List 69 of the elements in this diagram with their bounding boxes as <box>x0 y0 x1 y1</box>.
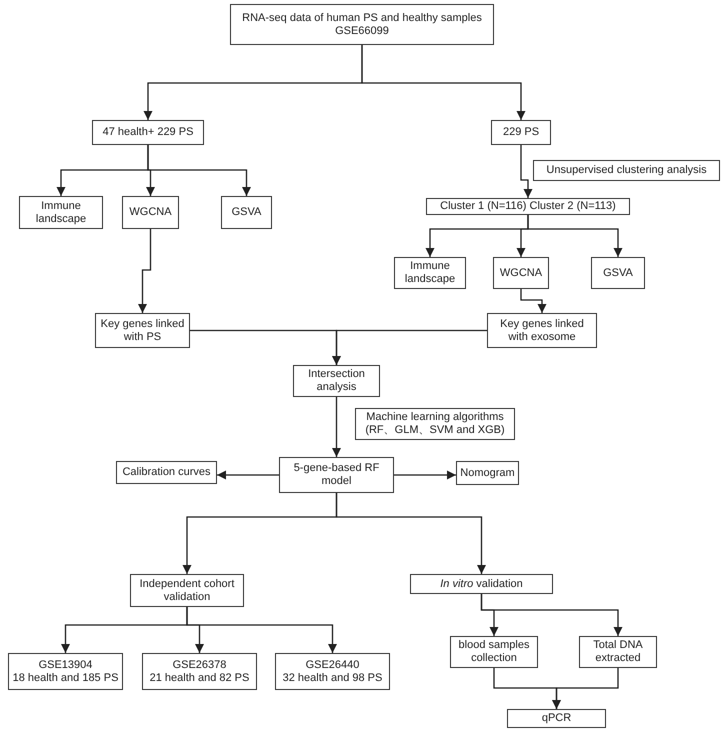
box-label: GSVA <box>602 266 634 280</box>
box-label: GSE66099 <box>334 24 390 38</box>
box-label: Key genes linked with PS <box>100 318 186 344</box>
process-box <box>450 636 538 668</box>
process-box <box>142 653 257 690</box>
arrow <box>361 45 526 120</box>
process-box <box>426 198 630 215</box>
box-label: Intersection analysis <box>307 368 366 394</box>
box-label: WGCNA <box>498 266 544 280</box>
box-label: Immune landscape <box>404 260 456 286</box>
box-label: Key genes linked with exosome <box>499 318 585 344</box>
box-label: WGCNA <box>128 206 173 219</box>
box-label: Unsupervised clustering analysis <box>545 164 708 177</box>
arrow <box>480 594 622 636</box>
box-label: GSE26440 <box>304 658 360 672</box>
box-label: 21 health and 82 PS <box>148 672 250 684</box>
process-box <box>591 257 645 289</box>
process-box <box>394 257 466 289</box>
box-label: 5-gene-based RF model <box>292 462 380 488</box>
process-box <box>487 313 597 348</box>
process-box <box>456 461 519 485</box>
box-label: qPCR <box>540 712 572 725</box>
arrow <box>147 145 251 196</box>
process-box <box>275 653 390 690</box>
arrow <box>394 470 456 480</box>
process-box <box>579 636 657 668</box>
box-label: Independent cohort validation <box>138 578 236 604</box>
process-box <box>8 653 123 690</box>
box-label: Nomogram <box>459 466 516 480</box>
process-box <box>533 160 720 181</box>
box-label: Machine learning algorithms (RF、GLM、SVM and XGB) <box>364 411 506 437</box>
arrow <box>138 229 152 313</box>
process-box <box>491 120 551 145</box>
box-label: In vitro validation <box>439 578 524 590</box>
arrow <box>552 668 619 709</box>
box-label: Cluster 1 (N=116) Cluster 2 (N=113) <box>439 200 617 213</box>
process-box <box>19 196 103 229</box>
process-box <box>279 457 394 493</box>
process-box <box>130 574 244 607</box>
process-box <box>410 574 553 594</box>
process-box <box>221 196 272 229</box>
box-label: 32 health and 98 PS <box>282 672 384 684</box>
box-label: GSE13904 <box>38 658 94 672</box>
box-label: RNA-seq data of human PS and healthy samples <box>241 12 483 24</box>
box-label: blood samples collection <box>458 639 530 665</box>
arrow <box>332 330 487 365</box>
process-box <box>493 257 549 289</box>
arrow <box>520 289 546 313</box>
arrow <box>336 493 486 574</box>
box-label: 229 PS <box>502 126 540 139</box>
process-box <box>92 120 204 145</box>
process-box <box>507 709 606 728</box>
box-label: GSVA <box>230 206 262 219</box>
arrow <box>186 607 337 653</box>
arrow <box>527 215 622 257</box>
box-label: GSE26378 <box>172 658 228 672</box>
arrow <box>520 145 532 198</box>
process-box <box>355 408 515 440</box>
process-box <box>122 196 179 229</box>
process-box <box>116 461 217 484</box>
box-label: Calibration curves <box>121 466 212 479</box>
box-label: Immune landscape <box>34 200 88 226</box>
arrow <box>217 470 279 480</box>
box-label: 47 health+ 229 PS <box>102 126 194 139</box>
box-label: 18 health and 185 PS <box>12 672 120 684</box>
process-box <box>293 365 380 397</box>
box-label: Total DNA extracted <box>592 639 644 665</box>
arrow <box>332 397 341 457</box>
process-box <box>230 4 494 45</box>
